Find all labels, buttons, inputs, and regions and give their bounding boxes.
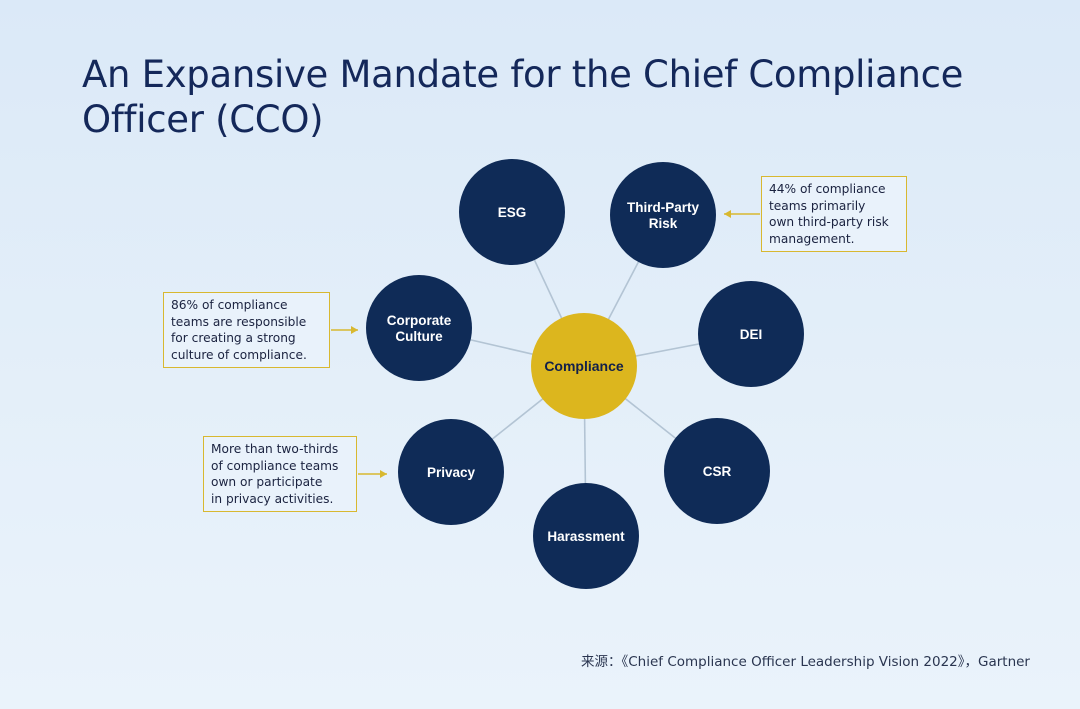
arrow-third-party-icon [724,210,760,218]
compliance-hub: Compliance [531,313,637,419]
callout-line: own third-party risk [769,215,889,229]
hub-circle [531,313,637,419]
node-label: DEI [740,327,763,342]
callout-third-party-risk: 44% of compliance teams primarily own thir… [761,176,907,252]
node-harassment: Harassment [533,483,639,589]
node-label: Privacy [427,465,476,480]
callout-privacy: More than two-thirds of compliance teams o… [203,436,357,512]
node-esg: ESG [459,159,565,265]
node-privacy: Privacy [398,419,504,525]
arrow-privacy-icon [358,470,387,478]
node-label: Third-Party [627,200,700,215]
node-label: CSR [703,464,732,479]
callout-line: in privacy activities. [211,491,334,506]
node-label: ESG [498,205,527,220]
node-circle [533,483,639,589]
callout-line: own or participate [211,475,323,489]
callout-line: 44% of compliance [769,182,886,196]
node-label: Culture [395,329,443,344]
node-circle [459,159,565,265]
callout-corporate-culture: 86% of compliance teams are responsible fo… [163,292,330,368]
source-citation: 来源：《Chief Compliance Officer Leadership … [580,654,1030,670]
node-circle [366,275,472,381]
callout-line: of compliance teams [211,458,339,473]
page-title: An Expansive Mandate for the Chief Compl… [82,53,964,141]
callout-line: for creating a strong [171,331,296,345]
node-circle [610,162,716,268]
node-label: Harassment [547,529,625,544]
node-label: Corporate [387,313,452,328]
node-label: Risk [649,216,678,231]
node-dei: DEI [698,281,804,387]
callout-line: teams primarily [769,198,866,213]
node-circle [664,418,770,524]
callout-line: More than two-thirds [211,442,339,456]
callout-line: 86% of compliance [171,298,288,312]
callout-line: teams are responsible [171,314,307,329]
hub-label: Compliance [544,358,624,374]
callout-line: management. [769,231,855,246]
callout-arrows [331,210,760,478]
node-csr: CSR [664,418,770,524]
callout-line: culture of compliance. [171,347,307,362]
node-circle [698,281,804,387]
arrow-culture-icon [331,326,358,334]
node-circle [398,419,504,525]
